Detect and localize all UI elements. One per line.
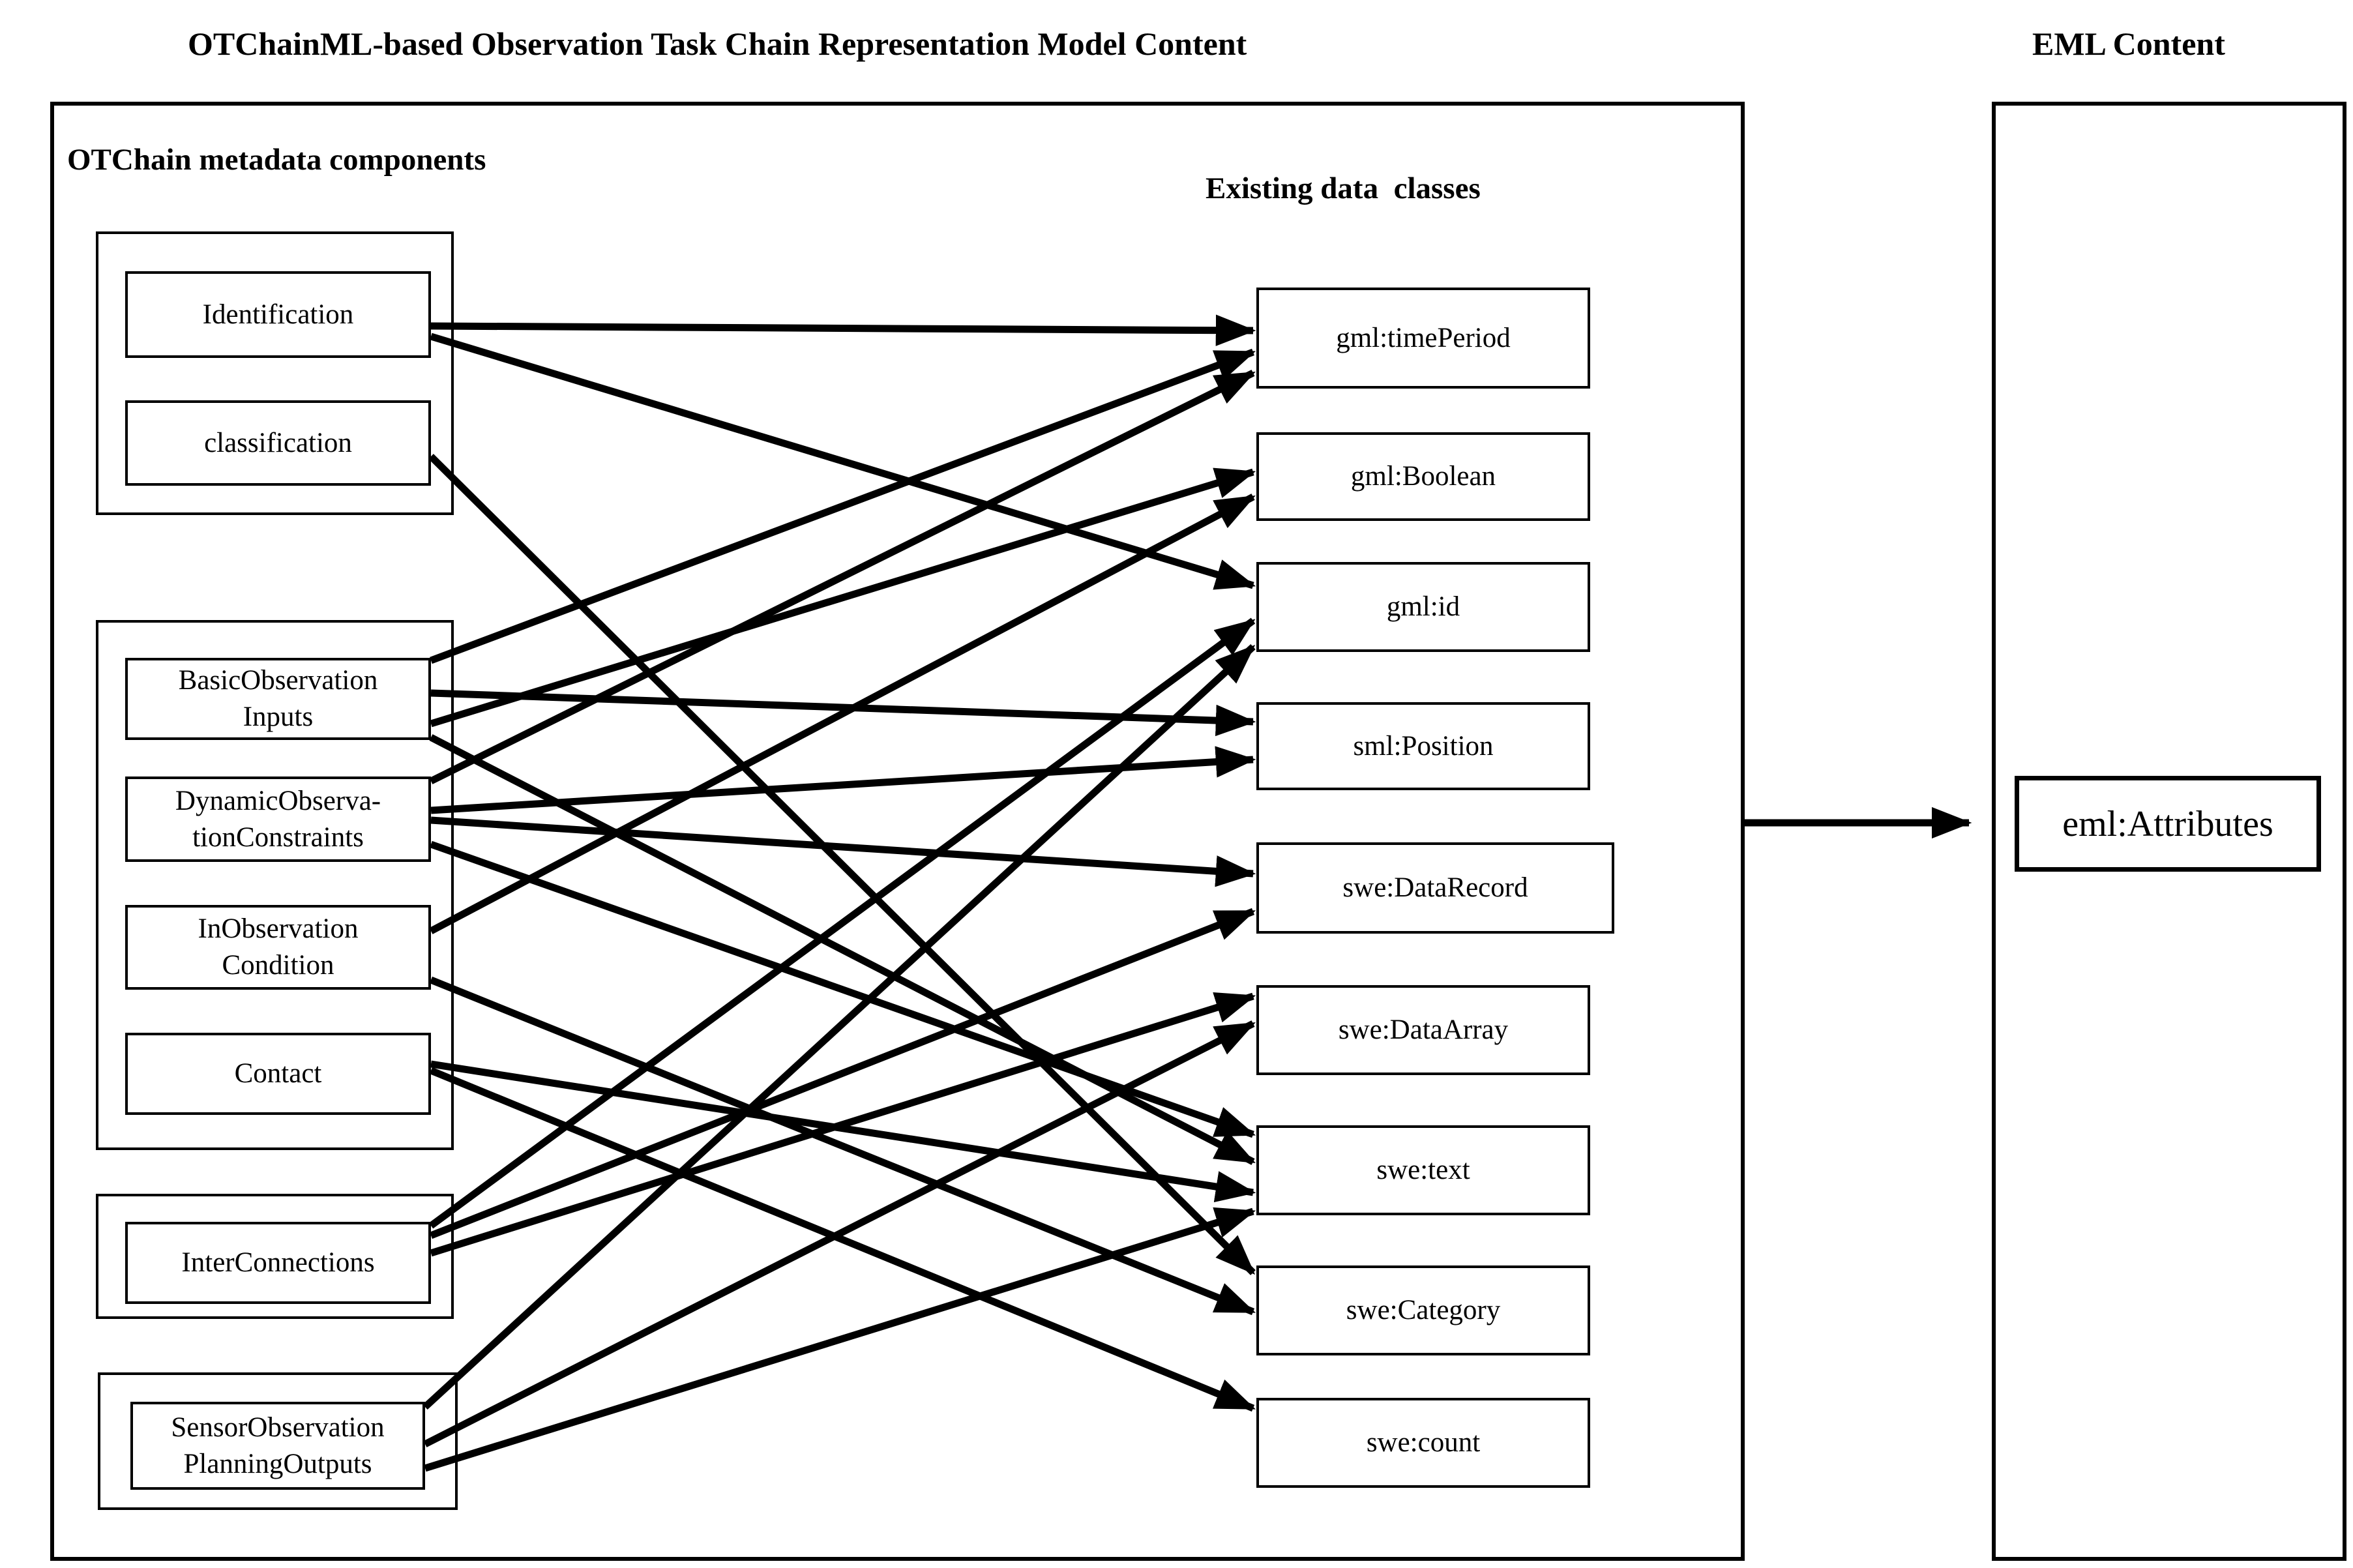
node-gml-timeperiod-label: gml:timePeriod — [1336, 322, 1511, 353]
node-swe-dataarray-label: swe:DataArray — [1338, 1014, 1509, 1046]
eml-title: EML Content — [2032, 25, 2225, 62]
node-gml-boolean: gml:Boolean — [1256, 432, 1590, 521]
node-gml-boolean-label: gml:Boolean — [1350, 461, 1496, 492]
node-swe-text-label: swe:text — [1376, 1155, 1470, 1186]
node-contact: Contact — [125, 1033, 431, 1115]
model-container — [50, 102, 1745, 1561]
node-identification-label: Identification — [202, 299, 354, 330]
node-in-observation-condition-label: InObservation Condition — [198, 913, 359, 981]
left-panel-header: OTChain metadata components — [67, 143, 486, 177]
node-swe-category-label: swe:Category — [1346, 1295, 1501, 1326]
node-sml-position: sml:Position — [1256, 702, 1590, 790]
node-swe-datarecord-label: swe:DataRecord — [1342, 872, 1528, 904]
node-gml-id-label: gml:id — [1386, 591, 1460, 623]
node-gml-timeperiod: gml:timePeriod — [1256, 288, 1590, 389]
node-swe-count: swe:count — [1256, 1398, 1590, 1488]
right-panel-header: Existing data classes — [1206, 171, 1481, 205]
main-title: OTChainML-based Observation Task Chain R… — [188, 25, 1247, 62]
node-interconnections: InterConnections — [125, 1222, 431, 1304]
node-classification-label: classification — [204, 427, 352, 458]
node-sensor-observation-planning-outputs: SensorObservation PlanningOutputs — [130, 1402, 425, 1490]
node-gml-id: gml:id — [1256, 562, 1590, 652]
node-sensor-observation-planning-outputs-label: SensorObservation PlanningOutputs — [171, 1412, 385, 1479]
node-basic-observation-inputs-label: BasicObservation Inputs — [178, 665, 378, 732]
node-swe-dataarray: swe:DataArray — [1256, 985, 1590, 1075]
node-basic-observation-inputs: BasicObservation Inputs — [125, 658, 431, 740]
node-identification: Identification — [125, 271, 431, 358]
node-contact-label: Contact — [234, 1058, 322, 1089]
node-sml-position-label: sml:Position — [1353, 730, 1494, 762]
node-dynamic-observation-constraints-label: DynamicObserva- tionConstraints — [175, 785, 381, 853]
node-swe-text: swe:text — [1256, 1125, 1590, 1215]
eml-container — [1992, 102, 2346, 1561]
node-eml-attributes-label: eml:Attributes — [2062, 803, 2273, 844]
node-swe-datarecord: swe:DataRecord — [1256, 842, 1614, 934]
node-swe-category: swe:Category — [1256, 1265, 1590, 1355]
node-eml-attributes: eml:Attributes — [2015, 776, 2321, 872]
node-dynamic-observation-constraints: DynamicObserva- tionConstraints — [125, 777, 431, 862]
node-interconnections-label: InterConnections — [181, 1247, 375, 1279]
node-classification: classification — [125, 400, 431, 486]
node-in-observation-condition: InObservation Condition — [125, 905, 431, 990]
node-swe-count-label: swe:count — [1366, 1427, 1481, 1458]
